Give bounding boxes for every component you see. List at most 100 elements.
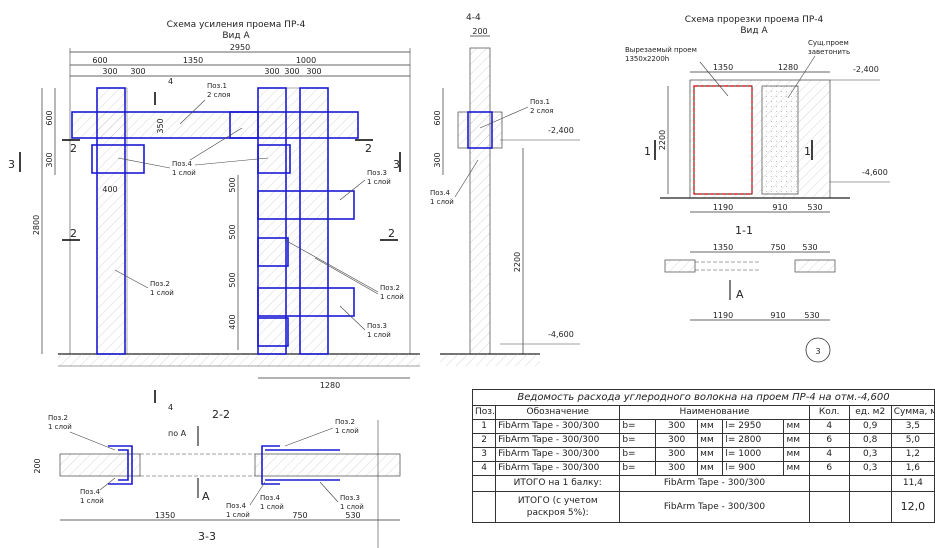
- s22-poz3-right-layers: 1 слой: [340, 503, 364, 511]
- callout-poz3-right-layers: 1 слой: [367, 331, 391, 339]
- cfrp-strips: [71, 87, 359, 355]
- sec44-level-bottom: -4,600: [548, 330, 574, 339]
- strip-poz2-right-a: [257, 87, 287, 355]
- row-bval: 300: [655, 447, 699, 462]
- plan-dim-1350: 1350: [713, 243, 733, 252]
- s22-poz4-bottom-layers: 1 слой: [260, 503, 284, 511]
- s22-poz2-right: Поз.2: [335, 418, 355, 426]
- strip-poz4-mid: [229, 111, 259, 139]
- row-bval: 300: [655, 419, 699, 434]
- s22-poz2: Поз.2: [48, 414, 68, 422]
- row-qty: 4: [808, 419, 850, 434]
- row-l: l= 2800: [722, 433, 785, 448]
- section-44-title: 4-4: [466, 13, 481, 23]
- cfrp-consumption-table: Ведомость расхода углеродного волокна на…: [471, 389, 935, 523]
- sec-mark-2-a: 2: [70, 142, 77, 155]
- row-qty: 6: [808, 461, 850, 476]
- sec44-poz1: Поз.1: [530, 98, 550, 106]
- cut-dim-1280: 1280: [778, 63, 798, 72]
- dim-300-left: 300: [45, 152, 54, 167]
- row-b: b=: [619, 433, 657, 448]
- cut-dim-1350: 1350: [713, 63, 733, 72]
- row-l: l= 2950: [722, 419, 785, 434]
- row-designation: FibArm Tape - 300/300: [495, 419, 621, 434]
- strip-poz3-a: [257, 190, 355, 220]
- dim-400-b: 400: [228, 314, 237, 329]
- elevation-subtitle: Вид А: [222, 31, 250, 41]
- sec-mark-2-b: 2: [365, 142, 372, 155]
- row-pos: 4: [471, 461, 497, 476]
- strip-poz4-d: [257, 317, 289, 347]
- dim-500-b: 500: [228, 224, 237, 239]
- th-sum: Сумма, м2: [890, 405, 935, 420]
- dim-500-c: 500: [228, 272, 237, 287]
- sec44-dim-200: 200: [472, 27, 487, 36]
- row-lunit: мм: [783, 419, 810, 434]
- sec44-poz1-layers: 2 слоя: [530, 107, 554, 115]
- row-b: b=: [619, 461, 657, 476]
- table-row: 3 FibArm Tape - 300/300 b= 300 мм l= 100…: [471, 447, 935, 462]
- row-lunit: мм: [783, 447, 810, 462]
- dim-2800: 2800: [32, 215, 41, 235]
- row-designation: FibArm Tape - 300/300: [495, 461, 621, 476]
- left-dimensions: 2800 600 300 350 400 500 500 500 400: [32, 88, 239, 354]
- s22-dim-530: 530: [345, 511, 360, 520]
- view-by-a: по А: [168, 429, 187, 438]
- strip-poz2-right-b: [299, 87, 329, 355]
- row-b: b=: [619, 447, 657, 462]
- row-bunit: мм: [697, 461, 724, 476]
- strip-poz4-c: [257, 237, 289, 267]
- exist-label-line1: Сущ.проем: [808, 39, 849, 47]
- section-2-2: 2-2 по А Поз.2 1 слой Поз.4 1 слой Поз.2…: [33, 408, 401, 548]
- section-11-title: 1-1: [735, 224, 753, 237]
- cut-dim-1190: 1190: [713, 203, 733, 212]
- row-b: b=: [619, 419, 657, 434]
- cut-label-line1: Вырезаемый проем: [625, 46, 697, 54]
- total1-material: FibArm Tape - 300/300: [619, 475, 810, 492]
- callout-poz4: Поз.4: [172, 160, 192, 168]
- cut-sec-mark-left: 1: [644, 145, 651, 158]
- cut-dim-530: 530: [807, 203, 822, 212]
- dim-300-d: 300: [284, 67, 299, 76]
- plan-dim-530b: 530: [804, 311, 819, 320]
- s22-poz2-layers: 1 слой: [48, 423, 72, 431]
- cut-dim-2200: 2200: [658, 130, 667, 150]
- th-unit: ед. м2: [848, 405, 892, 420]
- row-unit: 0,3: [848, 447, 892, 462]
- elevation-title: Схема усиления проема ПР-4: [167, 20, 306, 30]
- top-dimensions: 2950 600 1350 1000 300 300 300 300 300: [70, 43, 410, 77]
- sec-mark-2-d: 2: [388, 227, 395, 240]
- row-unit: 0,9: [848, 419, 892, 434]
- total2-material: FibArm Tape - 300/300: [619, 491, 810, 523]
- table-title: Ведомость расхода углеродного волокна на…: [472, 389, 935, 406]
- strip-poz3-b: [257, 287, 355, 317]
- dim-1280-elev: 1280: [320, 381, 340, 390]
- dim-600-left: 600: [45, 110, 54, 125]
- sec44-poz4-layers: 1 слой: [430, 198, 454, 206]
- plan-dim-910: 910: [770, 311, 785, 320]
- plan-view-a: А: [736, 288, 744, 301]
- s22-dim-200: 200: [33, 458, 42, 473]
- cutting-subtitle: Вид А: [740, 26, 768, 36]
- section-marks: 4 4 3 3 2 2 2 2: [8, 77, 401, 412]
- dim-300-a: 300: [102, 67, 117, 76]
- row-bunit: мм: [697, 419, 724, 434]
- row-lunit: мм: [783, 433, 810, 448]
- callout-poz2-right-layers: 1 слой: [380, 293, 404, 301]
- row-bunit: мм: [697, 447, 724, 462]
- elevation-view: Схема усиления проема ПР-4 Вид А: [8, 20, 420, 412]
- callout-poz2: Поз.2: [150, 280, 170, 288]
- cut-level-bottom: -4,600: [862, 168, 888, 177]
- cut-sec-mark-right: 1: [804, 145, 811, 158]
- row-pos: 1: [471, 419, 497, 434]
- dim-400: 400: [102, 185, 117, 194]
- s22-dim-750: 750: [292, 511, 307, 520]
- s22-poz4: Поз.4: [80, 488, 100, 496]
- callout-poz2-layers: 1 слой: [150, 289, 174, 297]
- total-row: ИТОГО на 1 балку: FibArm Tape - 300/300 …: [471, 475, 935, 492]
- total2-label: ИТОГО (с учетом раскроя 5%):: [495, 491, 621, 523]
- sec44-dim-300: 300: [433, 152, 442, 167]
- lintel-zone: [71, 111, 359, 139]
- row-sum: 3,5: [890, 419, 935, 434]
